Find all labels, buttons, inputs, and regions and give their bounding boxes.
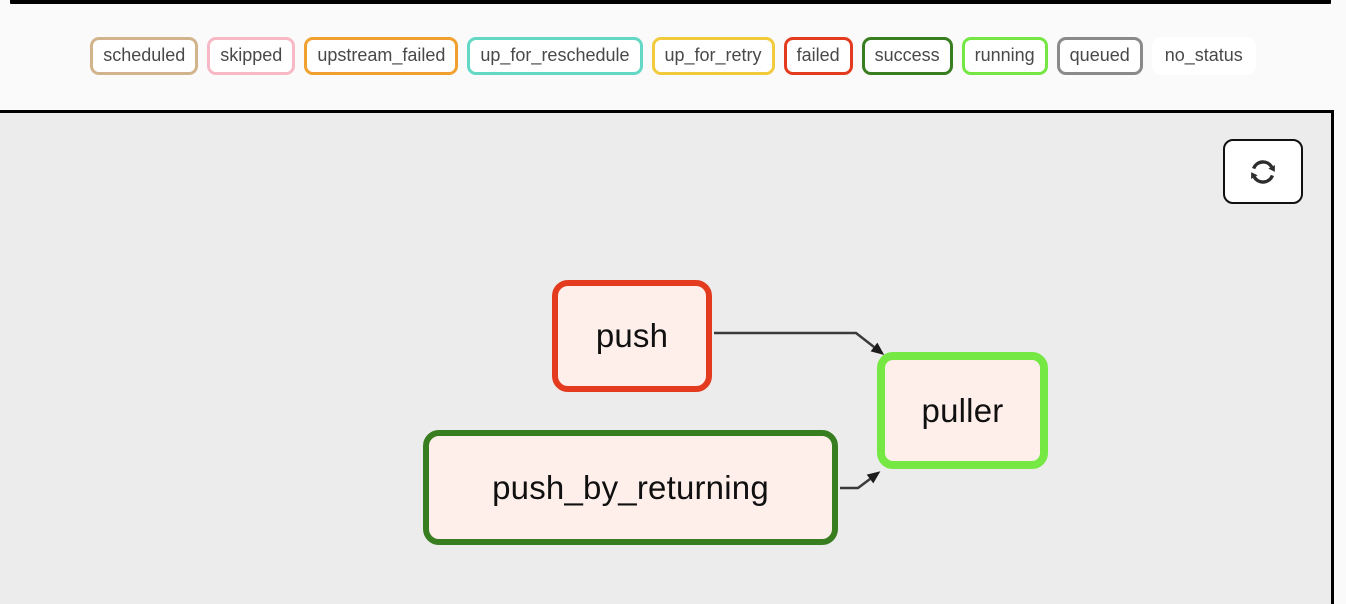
- legend-item-up_for_retry: up_for_retry: [651, 37, 775, 75]
- edge-arrowhead-puller: [870, 342, 885, 355]
- task-node-label: push: [595, 317, 669, 354]
- legend-item-failed: failed: [783, 37, 853, 75]
- refresh-button[interactable]: [1223, 139, 1303, 204]
- task-node-label: puller: [921, 391, 1004, 429]
- legend-item-queued: queued: [1056, 37, 1143, 75]
- legend-item-skipped: skipped: [207, 37, 296, 75]
- task-node-puller[interactable]: puller: [877, 352, 1048, 469]
- legend-item-scheduled: scheduled: [90, 37, 199, 75]
- legend-item-running: running: [961, 37, 1048, 75]
- edge-arrowhead-puller: [866, 471, 881, 484]
- legend-item-no_status: no_status: [1151, 37, 1256, 75]
- graph-canvas: push puller push_by_returning: [0, 113, 1331, 604]
- refresh-icon: [1247, 156, 1279, 188]
- task-node-label: push_by_returning: [492, 468, 769, 506]
- legend-item-upstream_failed: upstream_failed: [304, 37, 459, 75]
- legend-item-up_for_reschedule: up_for_reschedule: [467, 37, 643, 75]
- legend-item-success: success: [861, 37, 953, 75]
- edge-push-to-puller: [714, 331, 875, 348]
- task-node-push_by_returning[interactable]: push_by_returning: [423, 430, 838, 545]
- header-divider: [10, 0, 1331, 4]
- graph-panel: push puller push_by_returning: [0, 110, 1334, 604]
- task-node-push[interactable]: push: [552, 280, 712, 392]
- edges-layer: [714, 331, 885, 490]
- edge-push_by_returning-to-puller: [840, 478, 871, 490]
